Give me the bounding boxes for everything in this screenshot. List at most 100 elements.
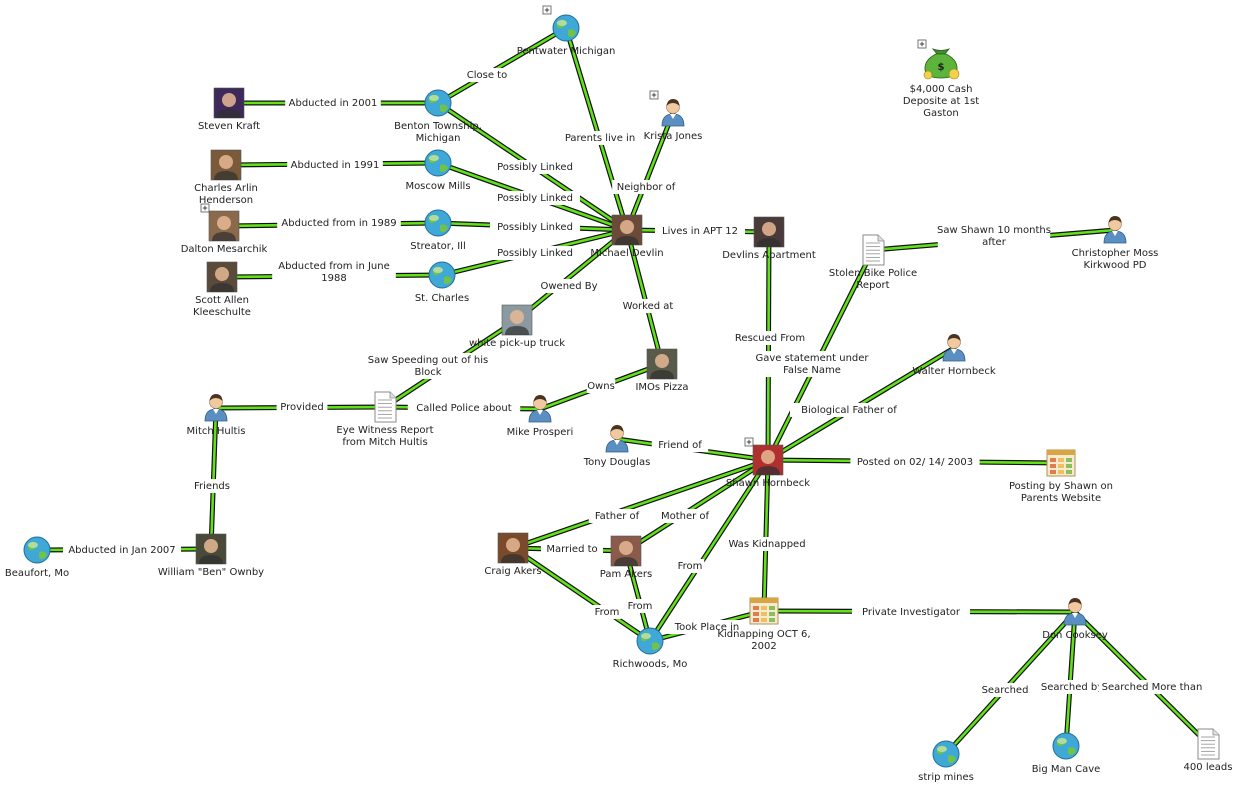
node-craig[interactable]: Craig Akers xyxy=(484,532,542,577)
expand-icon[interactable] xyxy=(744,437,754,447)
edge-label-bg xyxy=(586,379,616,393)
edge-charles-moscow[interactable]: Abducted in 1991 xyxy=(223,158,441,172)
edge-shawn-posting[interactable]: Posted on 02/ 14/ 2003 xyxy=(765,455,1064,469)
node-leads[interactable]: 400 leads xyxy=(1184,728,1233,773)
edge-don-bigmancave[interactable]: Searched by xyxy=(1038,609,1106,749)
node-truck[interactable]: white pick-up truck xyxy=(469,304,565,349)
edge-label-bg xyxy=(490,246,580,260)
edge-shawn-kidnapping[interactable]: Was Kidnapped xyxy=(727,457,807,614)
node-moscow[interactable]: Moscow Mills xyxy=(405,149,471,192)
node-krista[interactable]: Krista Jones xyxy=(644,90,703,142)
edge-michael-apartment[interactable]: Lives in APT 12 xyxy=(624,224,772,238)
node-shawn[interactable]: Shawn Hornbeck xyxy=(726,437,810,489)
node-michael[interactable]: Michael Devlin xyxy=(590,214,664,259)
node-pentwater[interactable]: Pentwater Michigan xyxy=(517,5,616,57)
edge-benton-michael[interactable]: Possibly Linked xyxy=(435,100,630,233)
edge-mitch-eyewitness[interactable]: Provided xyxy=(213,400,388,414)
node-benton[interactable]: Benton Township,Michigan xyxy=(394,89,482,144)
node-dalton[interactable]: Dalton Mesarchik xyxy=(181,203,268,255)
node-streator[interactable]: Streator, Ill xyxy=(410,209,466,252)
edge-moscow-michael[interactable]: Possibly Linked xyxy=(435,160,630,233)
edge-stcharles-michael[interactable]: Possibly Linked xyxy=(439,227,630,278)
edge-mitch-william[interactable]: Friends xyxy=(189,405,235,552)
expand-icon[interactable] xyxy=(649,90,659,100)
node-steven[interactable]: Steven Kraft xyxy=(198,87,260,132)
node-william[interactable]: William "Ben" Ownby xyxy=(158,533,264,578)
edge-streator-michael[interactable]: Possibly Linked xyxy=(435,220,630,234)
node-stcharles[interactable]: St. Charles xyxy=(415,261,469,304)
node-stripmines[interactable]: strip mines xyxy=(918,740,974,783)
node-imos[interactable]: IMOs Pizza xyxy=(635,348,689,393)
node-bigmancave[interactable]: Big Man Cave xyxy=(1032,732,1101,775)
node-apartment[interactable]: Devlins Apartment xyxy=(722,216,816,261)
node-don[interactable]: Don Cooksey xyxy=(1042,598,1108,641)
edge-don-leads[interactable]: Searched More than xyxy=(1072,609,1211,747)
edge-dalton-streator[interactable]: Abducted from in 1989 xyxy=(221,216,441,230)
edge-craig-richwoods[interactable]: From xyxy=(510,545,653,644)
node-mitch[interactable]: Mitch Hultis xyxy=(187,394,246,437)
node-label: 2002 xyxy=(751,641,776,652)
edge-kidnapping-don[interactable]: Private Investigator xyxy=(761,605,1078,619)
edge-line xyxy=(515,228,629,322)
edge-shawn-craig[interactable]: Father of xyxy=(510,457,771,551)
edge-label-bg xyxy=(63,543,181,557)
edge-steven-benton[interactable]: Abducted in 2001 xyxy=(226,96,441,110)
node-beaufort[interactable]: Beaufort, Mo xyxy=(5,536,69,579)
node-tony[interactable]: Tony Douglas xyxy=(583,425,651,468)
edge-apartment-shawn[interactable]: Rescued From xyxy=(733,229,807,463)
edge-don-stripmines[interactable]: Searched xyxy=(943,609,1078,757)
node-label: IMOs Pizza xyxy=(635,382,688,393)
edge-shawn-richwoods[interactable]: From xyxy=(647,457,771,644)
edge-label: Worked at xyxy=(623,301,674,312)
edge-label: Biological Father of xyxy=(801,405,897,416)
node-label: Moscow Mills xyxy=(405,181,470,192)
edge-label-bg xyxy=(555,131,645,145)
edge-craig-pam[interactable]: Married to xyxy=(510,542,629,556)
expand-icon[interactable] xyxy=(542,5,552,15)
node-pam[interactable]: Pam Akers xyxy=(600,535,652,580)
globe-icon xyxy=(424,149,452,177)
node-richwoods[interactable]: Richwoods, Mo xyxy=(613,627,688,670)
edge-label: Provided xyxy=(280,402,323,413)
edge-label-bg xyxy=(1098,680,1206,694)
node-mike[interactable]: Mike Prosperi xyxy=(507,395,574,438)
node-label: Steven Kraft xyxy=(198,121,260,132)
edge-label-bg xyxy=(619,299,677,313)
node-label: Big Man Cave xyxy=(1032,764,1101,775)
edge-eyewitness-mike[interactable]: Called Police about xyxy=(382,401,543,415)
expand-icon[interactable] xyxy=(917,39,927,49)
edge-michael-imos[interactable]: Worked at xyxy=(619,227,677,367)
edge-tony-shawn[interactable]: Friend of xyxy=(614,436,771,463)
node-walter[interactable]: Walter Hornbeck xyxy=(912,334,996,377)
edge-label: Married to xyxy=(546,544,597,555)
edge-benton-pentwater[interactable]: Close to xyxy=(435,25,569,106)
edge-walter-shawn[interactable]: Biological Father of xyxy=(765,345,957,463)
edge-krista-michael[interactable]: Neighbor of xyxy=(612,110,680,233)
edge-label: Lives in APT 12 xyxy=(662,226,738,237)
edge-shawn-pam[interactable]: Mother of xyxy=(623,457,771,554)
edge-mike-imos[interactable]: Owns xyxy=(537,361,665,412)
edge-label-bg xyxy=(540,279,598,293)
node-label: Posting by Shawn on xyxy=(1009,481,1113,492)
expand-icon[interactable] xyxy=(200,203,210,213)
node-kidnapping[interactable]: Kidnapping OCT 6,2002 xyxy=(717,597,811,652)
edge-line xyxy=(436,26,568,105)
edge-michael-truck[interactable]: Owened By xyxy=(514,227,630,323)
edge-pentwater-michael[interactable]: Parents live in xyxy=(555,25,645,233)
node-label: Christopher Moss xyxy=(1072,248,1159,259)
edge-label: Possibly Linked xyxy=(497,222,573,233)
edge-richwoods-kidnapping[interactable]: Took Place in xyxy=(647,608,767,644)
edge-beaufort-william[interactable]: Abducted in Jan 2007 xyxy=(34,543,214,557)
